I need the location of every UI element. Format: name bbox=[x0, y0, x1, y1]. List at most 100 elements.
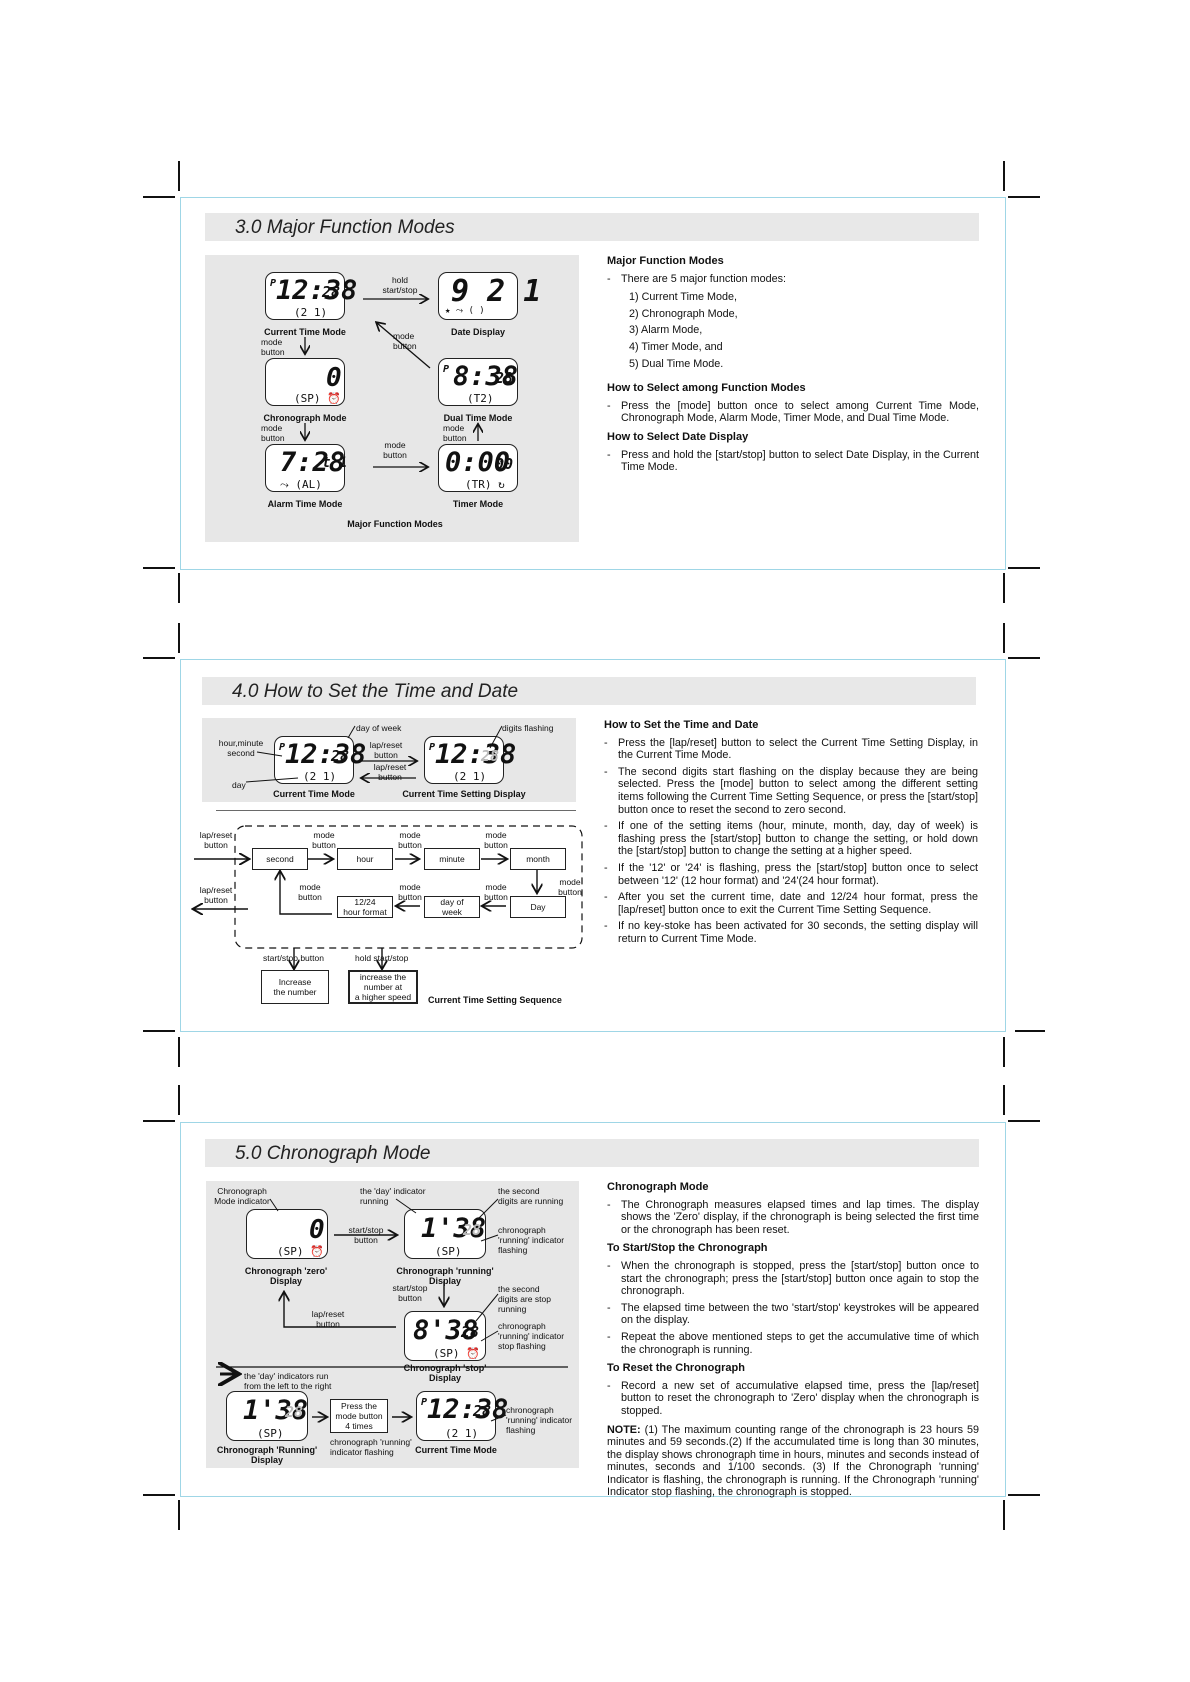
lcd-main-digits: 0 bbox=[309, 1215, 325, 1245]
text-item: The elapsed time between the two 'start/… bbox=[607, 1302, 979, 1327]
text-item: Repeat the above mentioned steps to get … bbox=[607, 1331, 979, 1356]
lcd-dual-time: P 8:38 28 (T2) bbox=[438, 358, 518, 406]
mode-list-item: 4) Timer Mode, and bbox=[629, 340, 723, 353]
seq-box-hour: hour bbox=[337, 848, 393, 870]
lcd-chronograph: 0 (SP) ⏰ bbox=[265, 358, 345, 406]
lcd-sub: (2 1) bbox=[303, 770, 337, 783]
display-arrows bbox=[245, 725, 503, 802]
section-heading: 3.0 Major Function Modes bbox=[235, 217, 455, 238]
screen-caption: Current Time Mode bbox=[415, 1445, 497, 1455]
text-heading: To Reset the Chronograph bbox=[607, 1362, 745, 1375]
lcd-seconds: t 1 bbox=[322, 455, 348, 471]
start-stop-button-label: start/stop button bbox=[263, 953, 324, 963]
lcd-sub: (SP) ⏰ bbox=[277, 1245, 324, 1258]
mode-list-item: 2) Chronograph Mode, bbox=[629, 307, 738, 320]
text-item: Press and hold the [start/stop] button t… bbox=[607, 449, 979, 474]
lcd-main-digits: 0:00 bbox=[445, 447, 511, 478]
lcd-sub: ★ ⤳ ( ) bbox=[445, 306, 485, 316]
figure-caption: Major Function Modes bbox=[347, 519, 443, 529]
seq-box-minute: minute bbox=[424, 848, 480, 870]
lcd-main-digits: 9 2 1 bbox=[451, 274, 542, 309]
lcd-date-display: 9 2 1 ★ ⤳ ( ) bbox=[438, 272, 541, 320]
note-text: (1) The maximum counting range of the ch… bbox=[607, 1423, 979, 1499]
lcd-sub: (TR) ↻ bbox=[465, 478, 505, 491]
lcd-seconds: 28 bbox=[285, 1403, 304, 1421]
p-indicator: P bbox=[443, 364, 450, 375]
section-4-heading-band: 4.0 How to Set the Time and Date bbox=[202, 677, 976, 705]
chronograph-figure: 0 (SP) ⏰ Chronograph 'zero'Display 1'38 … bbox=[206, 1181, 579, 1468]
lcd-seconds: 28 bbox=[322, 283, 341, 301]
screen-caption: Chronograph Mode bbox=[263, 413, 347, 423]
lcd-timer: 0:00 00 (TR) ↻ bbox=[438, 444, 518, 492]
text-item: Record a new set of accumulative elapsed… bbox=[607, 1380, 979, 1418]
text-heading: Major Function Modes bbox=[607, 255, 724, 267]
lcd-seconds-flashing: 28 bbox=[481, 747, 500, 765]
lcd-main-digits: 1'38 bbox=[243, 1395, 309, 1426]
lcd-seconds: 00 bbox=[495, 455, 514, 473]
setting-sequence-diagram bbox=[190, 810, 583, 1020]
lcd-main-digits: 12:38 bbox=[435, 739, 517, 770]
lcd-current-time: P 12:38 28 (2 1) bbox=[416, 1391, 508, 1441]
p-indicator: P bbox=[421, 1397, 428, 1408]
text-heading: To Start/Stop the Chronograph bbox=[607, 1242, 768, 1255]
lcd-main-digits: 8:38 bbox=[453, 361, 519, 392]
lcd-seconds: 28 bbox=[461, 1323, 480, 1341]
p-indicator: P bbox=[270, 278, 277, 289]
section-3-text: Major Function Modes There are 5 major f… bbox=[607, 255, 979, 480]
mode-list-item: 1) Current Time Mode, bbox=[629, 291, 738, 304]
seq-box-second: second bbox=[252, 848, 308, 870]
section-4-text: How to Set the Time and Date Press the [… bbox=[604, 719, 978, 952]
lcd-current-time: P 12:38 28 (2 1) bbox=[265, 272, 357, 320]
mode-list-item: 5) Dual Time Mode. bbox=[629, 357, 724, 370]
section-3-heading-band: 3.0 Major Function Modes bbox=[205, 213, 979, 241]
text-heading: How to Set the Time and Date bbox=[604, 719, 759, 731]
lcd-alarm: 7:28 t 1 ⤳ (AL) bbox=[265, 444, 348, 492]
lcd-main-digits: 0 bbox=[326, 363, 342, 393]
text-item: The Chronograph measures elapsed times a… bbox=[607, 1199, 979, 1237]
lcd-sub: (SP) ⏰ bbox=[294, 392, 341, 405]
lcd-sub: (SP) ⏰ bbox=[433, 1347, 480, 1360]
screen-caption: Dual Time Mode bbox=[443, 413, 513, 423]
lcd-main-digits: 12:38 bbox=[285, 739, 367, 770]
section-5-text: Chronograph Mode The Chronograph measure… bbox=[607, 1181, 979, 1499]
lcd-current-time: P 12:38 28 (2 1) bbox=[274, 736, 366, 784]
lcd-chrono-running: 1'38 28 (SP) bbox=[404, 1209, 486, 1259]
p-indicator: P bbox=[279, 742, 286, 753]
text-item: When the chronograph is stopped, press t… bbox=[607, 1260, 979, 1298]
lcd-chrono-running-2: 1'38 28 (SP) bbox=[226, 1391, 308, 1441]
hold-start-stop-label: hold start/stop bbox=[355, 953, 409, 963]
major-modes-figure: P 12:38 28 (2 1) Current Time Mode 9 2 1… bbox=[205, 255, 579, 542]
lcd-main-digits: 12:38 bbox=[276, 275, 358, 306]
text-item: Press the [lap/reset] button to select t… bbox=[604, 737, 978, 762]
text-heading: How to Select among Function Modes bbox=[607, 382, 806, 395]
text-item: Press the [mode] button once to select a… bbox=[607, 400, 979, 425]
day-label: day bbox=[232, 780, 246, 790]
lcd-sub: (SP) bbox=[435, 1245, 462, 1258]
lcd-main-digits: 7:28 bbox=[280, 447, 346, 478]
text-item: The second digits start flashing on the … bbox=[604, 766, 978, 816]
section-3-panel bbox=[180, 197, 1006, 570]
lcd-chrono-zero: 0 (SP) ⏰ bbox=[246, 1209, 328, 1259]
chrono-arrows bbox=[216, 1198, 568, 1468]
lcd-sub: (2 1) bbox=[294, 306, 328, 319]
screen-caption: Alarm Time Mode bbox=[267, 499, 343, 509]
